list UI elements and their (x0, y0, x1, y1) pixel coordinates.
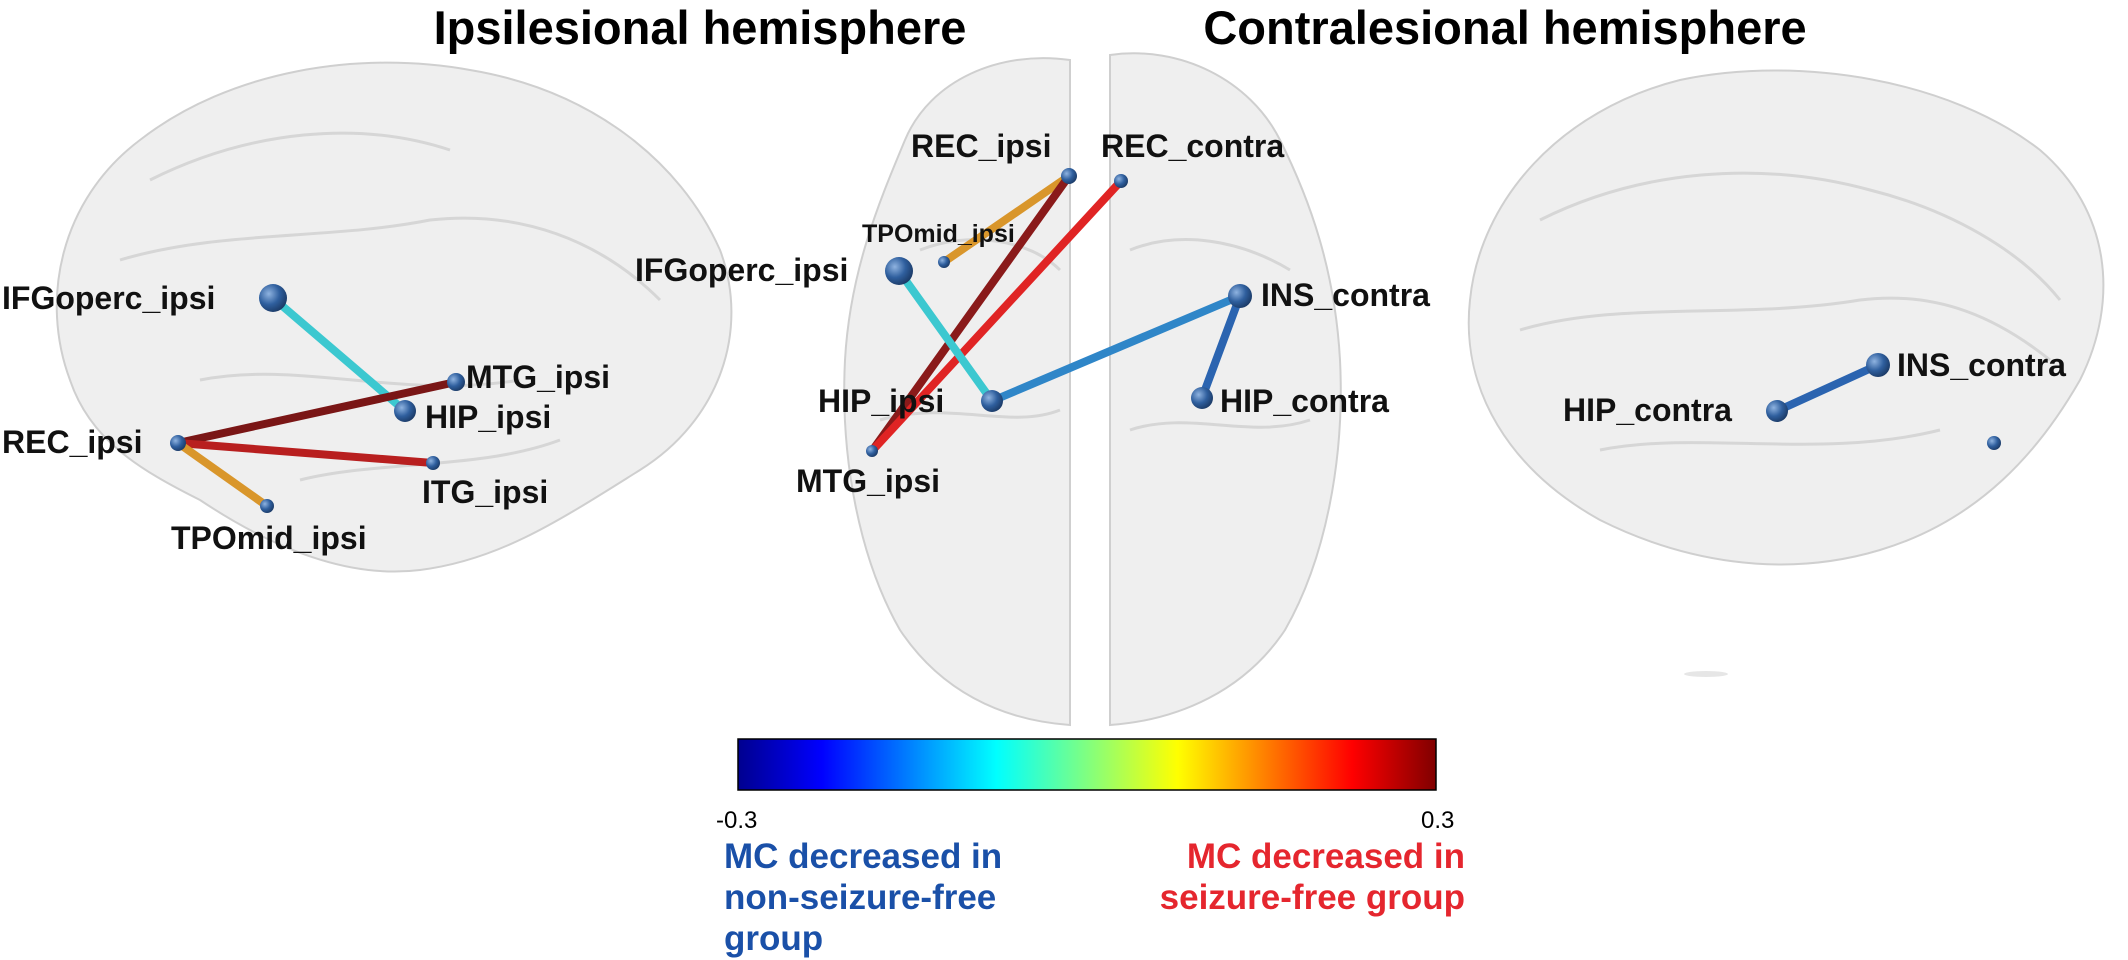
edge-rec-itg (174, 439, 437, 467)
node-itg-ipsi (426, 456, 440, 470)
node-hip-ipsi (394, 400, 416, 422)
node-hip-ipsi-center (981, 390, 1003, 412)
edge-ifgoperc-hip-ipsi (895, 267, 996, 405)
caption-blue-line-2: non-seizure-free (724, 878, 996, 917)
colorbar: -0.3 0.3 (716, 738, 1454, 834)
label-ifgoperc-ipsi-center: IFGoperc_ipsi (635, 252, 848, 288)
label-itg-ipsi: ITG_ipsi (422, 474, 548, 510)
label-rec-ipsi: REC_ipsi (2, 424, 142, 460)
node-rec-ipsi (170, 435, 186, 451)
edge-hip-contra-ins-contra (1773, 361, 1882, 415)
right-brain-view: INS_contra HIP_contra (1467, 69, 2105, 677)
label-rec-ipsi-center: REC_ipsi (911, 128, 1051, 164)
heading-ipsilesional: Ipsilesional hemisphere (434, 1, 967, 54)
label-tpomid-ipsi-center: TPOmid_ipsi (862, 220, 1015, 248)
node-ifgoperc-ipsi-center (885, 257, 913, 285)
label-ins-contra-center: INS_contra (1261, 277, 1430, 313)
label-hip-ipsi-center: HIP_ipsi (818, 383, 944, 419)
caption-red: MC decreased in seizure-free group (1160, 837, 1465, 917)
heading-contralesional: Contralesional hemisphere (1203, 1, 1806, 54)
node-mtg-ipsi-center (866, 445, 878, 457)
node-tpomid-ipsi (260, 499, 274, 513)
label-ifgoperc-ipsi: IFGoperc_ipsi (2, 280, 215, 316)
left-brain-view: IFGoperc_ipsi MTG_ipsi HIP_ipsi REC_ipsi… (2, 61, 733, 573)
node-ins-contra-center (1228, 284, 1252, 308)
edge-rec-ipsi-tpomid-ipsi (940, 172, 1073, 266)
node-rec-ipsi-center (1061, 168, 1077, 184)
node-ins-contra-right (1866, 353, 1890, 377)
caption-blue-line-1: MC decreased in (724, 837, 1002, 876)
caption-red-line-1: MC decreased in (1187, 837, 1465, 876)
label-hip-ipsi: HIP_ipsi (425, 399, 551, 435)
caption-red-line-2: seizure-free group (1160, 878, 1465, 917)
caption-blue: MC decreased in non-seizure-free group (724, 837, 1002, 958)
node-rec-contra-center (1114, 174, 1128, 188)
colorbar-max-label: 0.3 (1421, 807, 1454, 834)
left-brain-outline (55, 61, 733, 573)
colorbar-min-label: -0.3 (716, 807, 757, 834)
caption-blue-line-3: group (724, 919, 823, 958)
label-ins-contra-right: INS_contra (1897, 347, 2066, 383)
center-right-hemisphere (1109, 52, 1342, 727)
label-hip-contra-center: HIP_contra (1220, 383, 1389, 419)
node-unlabeled-right (1987, 436, 2001, 450)
edge-ifgoperc-hip (269, 294, 409, 415)
center-left-hemisphere (843, 57, 1071, 727)
colorbar-gradient (737, 738, 1437, 791)
label-tpomid-ipsi: TPOmid_ipsi (171, 520, 367, 556)
node-tpomid-ipsi-center (938, 256, 950, 268)
label-mtg-ipsi: MTG_ipsi (466, 359, 610, 395)
label-mtg-ipsi-center: MTG_ipsi (796, 463, 940, 499)
label-rec-contra-center: REC_contra (1101, 128, 1284, 164)
node-hip-contra-center (1191, 387, 1213, 409)
node-ifgoperc-ipsi (259, 284, 287, 312)
node-mtg-ipsi (447, 373, 465, 391)
center-brain-view: REC_ipsi REC_contra TPOmid_ipsi IFGoperc… (635, 52, 1430, 727)
node-hip-contra-right (1766, 400, 1788, 422)
edge-rec-tpomid (174, 439, 271, 510)
edge-rec-ipsi-mtg-ipsi (868, 172, 1073, 455)
edge-ins-contra-hip-contra (1198, 292, 1244, 402)
label-hip-contra-right: HIP_contra (1563, 392, 1732, 428)
edge-rec-mtg (174, 378, 460, 447)
right-brain-outline (1467, 69, 2105, 566)
edge-hip-ipsi-ins-contra (988, 292, 1244, 405)
edge-rec-contra-mtg-ipsi (868, 177, 1125, 455)
